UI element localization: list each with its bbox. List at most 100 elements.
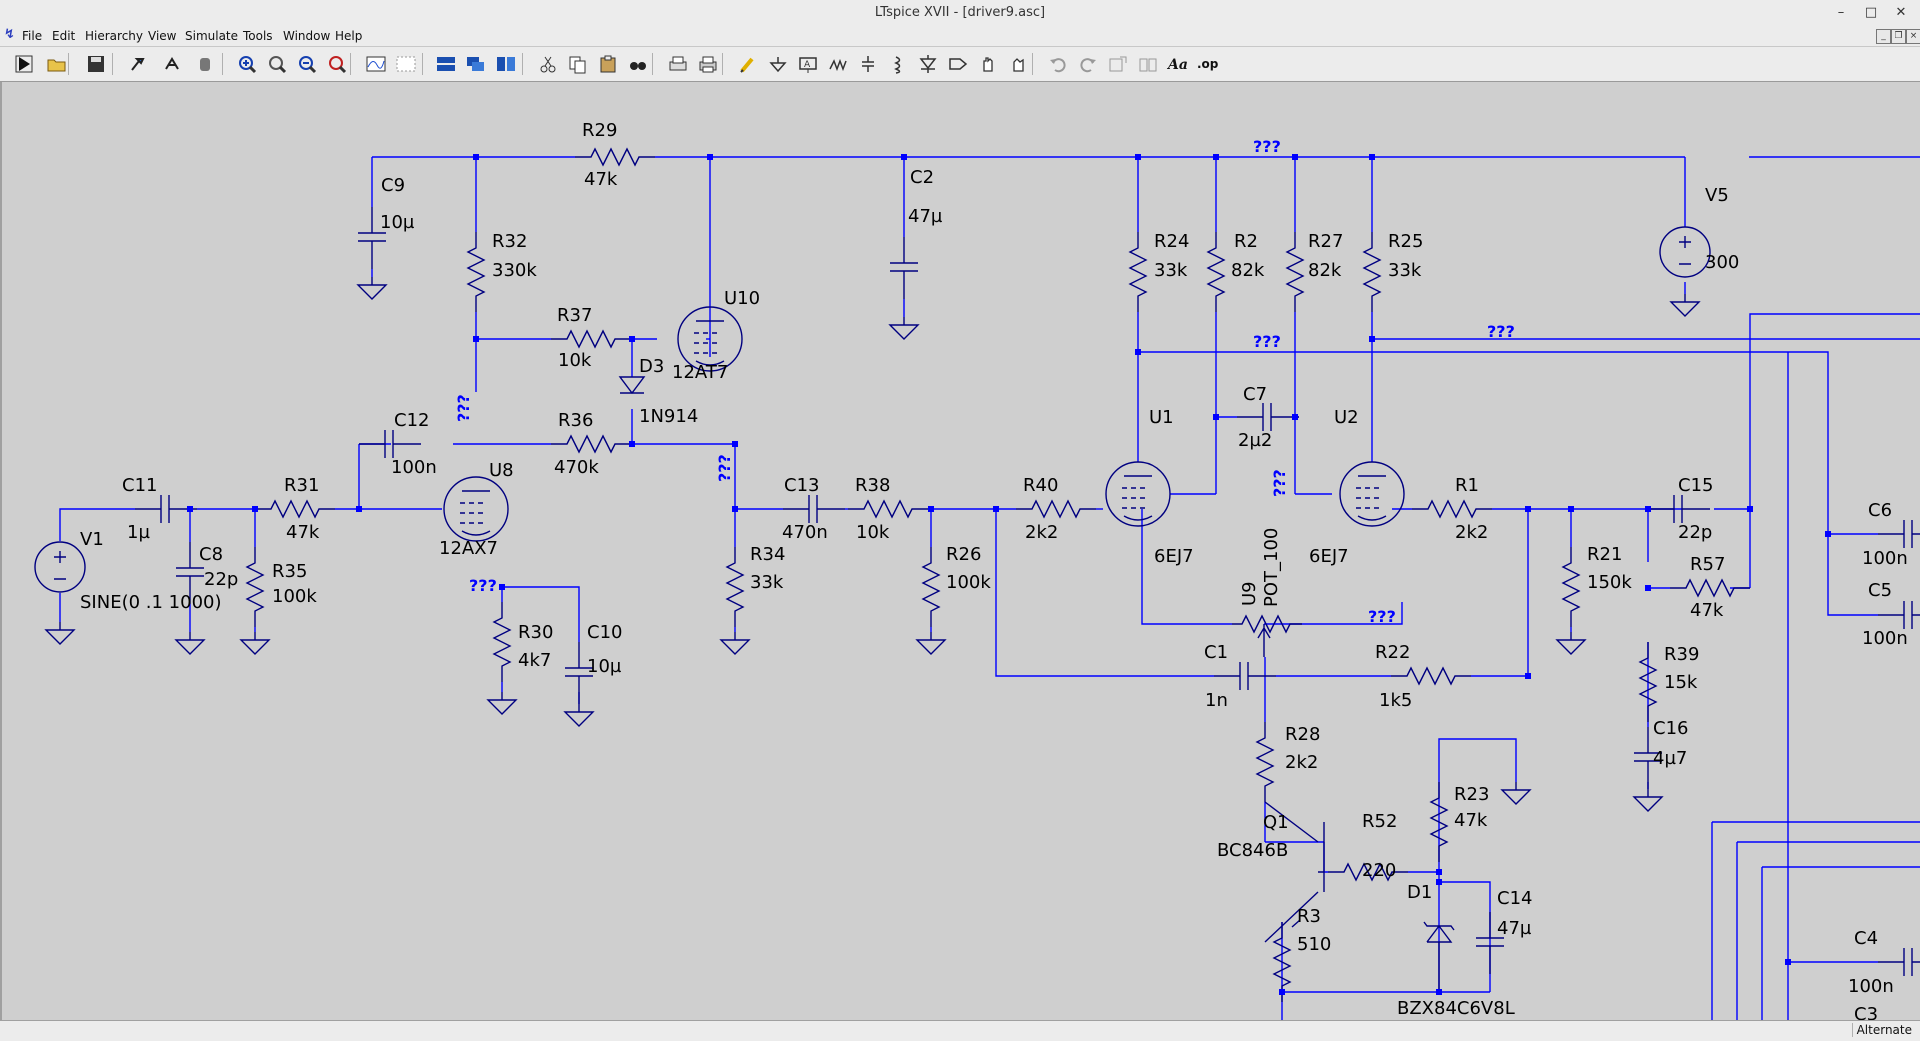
net-label[interactable]: ??? — [469, 576, 497, 595]
rotate-icon[interactable] — [1106, 53, 1130, 75]
resistor-r25[interactable] — [1362, 232, 1382, 312]
ground-symbol[interactable] — [44, 622, 76, 645]
resistor-r57[interactable] — [1670, 578, 1750, 598]
net-label[interactable]: ??? — [1253, 332, 1281, 351]
capacitor-c7[interactable] — [1237, 403, 1299, 431]
pick-visible-icon[interactable] — [394, 53, 418, 75]
capacitor-c5[interactable] — [1878, 601, 1920, 629]
diode-d3[interactable] — [618, 376, 646, 395]
capacitor-c14[interactable] — [1476, 912, 1504, 974]
resistor-r28[interactable] — [1255, 722, 1275, 802]
control-panel-icon[interactable] — [127, 53, 151, 75]
capacitor-c9[interactable] — [358, 207, 386, 269]
draw-wire-icon[interactable] — [736, 53, 760, 75]
capacitor-c1[interactable] — [1214, 662, 1276, 690]
resistor-r32[interactable] — [466, 232, 486, 312]
close-button[interactable]: ✕ — [1895, 5, 1907, 20]
resistor-r52[interactable] — [1328, 862, 1408, 882]
voltage-source-v1[interactable] — [34, 541, 86, 593]
capacitor-c6[interactable] — [1878, 520, 1920, 548]
net-label[interactable]: ??? — [1487, 322, 1515, 341]
find-icon[interactable] — [626, 53, 650, 75]
potentiometer-u9[interactable] — [1232, 614, 1302, 657]
resistor-r3[interactable] — [1272, 922, 1292, 1002]
ground-symbol[interactable] — [1669, 294, 1701, 317]
wire[interactable] — [1264, 602, 1403, 625]
net-label[interactable]: ??? — [1368, 607, 1396, 626]
capacitor-c10[interactable] — [565, 642, 593, 704]
resistor-r34[interactable] — [725, 547, 745, 627]
vacuum-tube-u10[interactable] — [677, 306, 743, 372]
menu-simulate[interactable]: Simulate — [185, 29, 239, 43]
ground-symbol[interactable] — [915, 632, 947, 655]
ground-symbol[interactable] — [486, 692, 518, 715]
cut-icon[interactable] — [536, 53, 560, 75]
ground-symbol[interactable] — [563, 704, 595, 727]
transistor-q1[interactable] — [1264, 801, 1325, 943]
ground-symbol[interactable] — [356, 277, 388, 300]
resistor-r31[interactable] — [255, 499, 335, 519]
child-restore-button[interactable]: ❐ — [1891, 29, 1906, 44]
zoom-pan-icon[interactable] — [266, 53, 290, 75]
resistor-r1[interactable] — [1412, 499, 1492, 519]
ground-symbol[interactable] — [1555, 632, 1587, 655]
resistor-r35[interactable] — [245, 547, 265, 627]
resistor-r22[interactable] — [1391, 666, 1471, 686]
capacitor-c12[interactable] — [359, 430, 421, 458]
vacuum-tube-u1[interactable] — [1105, 461, 1171, 527]
net-label[interactable]: ??? — [715, 454, 734, 482]
capacitor-c13[interactable] — [783, 495, 845, 523]
menu-file[interactable]: File — [22, 29, 43, 43]
wire[interactable] — [1438, 738, 1517, 782]
ground-symbol[interactable] — [239, 632, 271, 655]
ground-symbol[interactable] — [1632, 789, 1664, 812]
open-icon[interactable] — [45, 53, 69, 75]
inductor-icon[interactable] — [886, 53, 910, 75]
hand-icon[interactable] — [193, 53, 217, 75]
drag-icon[interactable] — [1006, 53, 1030, 75]
paste-icon[interactable] — [596, 53, 620, 75]
copy-icon[interactable] — [566, 53, 590, 75]
ground-symbol[interactable] — [888, 317, 920, 340]
ltspice-logo-icon[interactable]: ↯ — [4, 27, 15, 42]
label-net-icon[interactable]: A — [796, 53, 820, 75]
resistor-r23[interactable] — [1429, 782, 1449, 862]
print-setup-icon[interactable] — [666, 53, 690, 75]
net-label[interactable]: ??? — [1270, 469, 1289, 497]
resistor-r38[interactable] — [848, 499, 928, 519]
print-icon[interactable] — [696, 53, 720, 75]
capacitor-c8[interactable] — [176, 542, 204, 604]
wire[interactable] — [1141, 509, 1232, 625]
resistor-r26[interactable] — [921, 547, 941, 627]
resistor-r30[interactable] — [492, 602, 512, 682]
child-close-button[interactable]: × — [1906, 29, 1920, 44]
plot-icon[interactable] — [364, 53, 388, 75]
wire[interactable] — [59, 508, 135, 541]
undo-icon[interactable] — [1046, 53, 1070, 75]
capacitor-c11[interactable] — [135, 495, 197, 523]
minimize-button[interactable]: – — [1837, 5, 1845, 20]
wire[interactable] — [1749, 313, 1920, 509]
child-minimize-button[interactable]: _ — [1876, 29, 1891, 44]
cascade-icon[interactable] — [464, 53, 488, 75]
net-label[interactable]: ??? — [1253, 137, 1281, 156]
halt-icon[interactable] — [160, 53, 184, 75]
ground-symbol[interactable] — [174, 632, 206, 655]
move-icon[interactable] — [976, 53, 1000, 75]
resistor-r21[interactable] — [1561, 547, 1581, 627]
menu-help[interactable]: Help — [335, 29, 363, 43]
tile-horizontal-icon[interactable] — [434, 53, 458, 75]
wire[interactable] — [502, 586, 580, 642]
zoom-fit-icon[interactable] — [326, 53, 350, 75]
resistor-r39[interactable] — [1638, 642, 1658, 722]
vacuum-tube-u2[interactable] — [1339, 461, 1405, 527]
net-label[interactable]: ??? — [454, 394, 473, 422]
resistor-r2[interactable] — [1206, 232, 1226, 312]
redo-icon[interactable] — [1076, 53, 1100, 75]
save-icon[interactable] — [84, 53, 108, 75]
menu-hierarchy[interactable]: Hierarchy — [85, 29, 144, 43]
resistor-r36[interactable] — [551, 434, 631, 454]
maximize-button[interactable]: □ — [1864, 5, 1878, 20]
